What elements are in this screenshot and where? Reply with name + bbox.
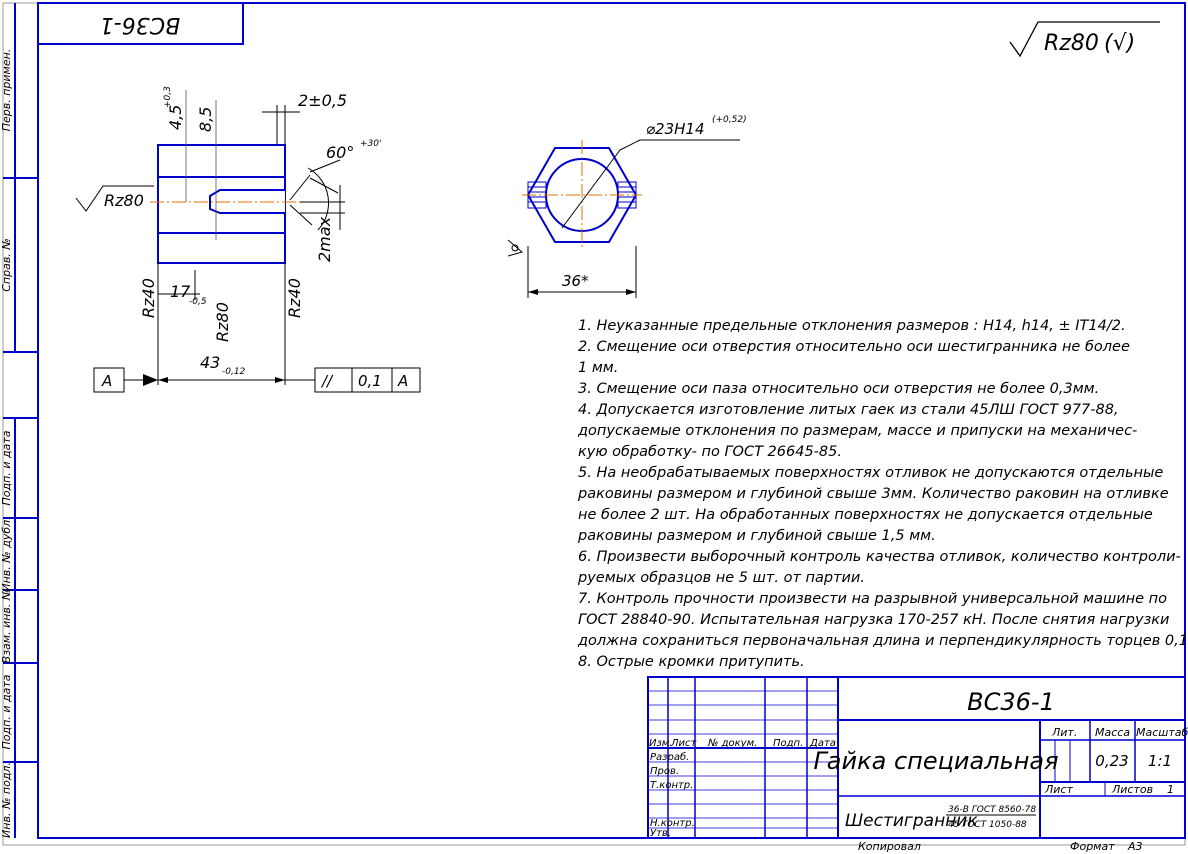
hex-view: ⌀23H14 (+0,52) 36*	[507, 115, 747, 298]
rz80-bottom: Rz80	[213, 302, 232, 342]
tb-material-main: Шестигранник	[845, 811, 978, 831]
tb-material-bottom: 45 ГОСТ 1050-88	[948, 820, 1027, 830]
tb-lit: Лит.	[1051, 726, 1077, 739]
side-label-vzam: Взам. инв. №	[0, 589, 13, 664]
tb-format: А3	[1127, 840, 1143, 853]
row-nkontr: Н.контр.	[650, 818, 695, 829]
side-label-perv: Перв. примен.	[0, 49, 13, 132]
dim-43-tol: -0,12	[222, 367, 246, 377]
drawing-frame	[37, 2, 1186, 839]
side-label-inv: Инв. № подл.	[0, 762, 13, 838]
tb-sheets: Листов	[1111, 783, 1153, 796]
side-label-dubl: Инв. № дубл.	[0, 516, 13, 591]
tb-designation: ВС36-1	[967, 688, 1055, 716]
tol-datum: A	[397, 372, 408, 390]
side-label-podp1: Подп. и дата	[0, 430, 13, 505]
note-line: ГОСТ 28840-90. Испытательная нагрузка 17…	[578, 612, 1169, 628]
side-view: 4,5 +0,3 8,5 2±0,5 60° +30' Rz80 2max Rz…	[75, 86, 421, 393]
note-line: должна сохраниться первоначальная длина …	[577, 633, 1188, 649]
side-label-podp2: Подп. и дата	[0, 674, 13, 749]
col-date: Дата	[809, 738, 836, 749]
dim-2: 2±0,5	[298, 91, 347, 110]
roughness-value: Rz80	[1044, 31, 1099, 56]
note-line: кую обработку- по ГОСТ 26645-85.	[578, 444, 842, 460]
col-list: Лист	[670, 738, 698, 749]
dim-angle: 60°	[326, 143, 354, 162]
rz80-left: Rz80	[104, 191, 144, 210]
note-line: 1. Неуказанные предельные отклонения раз…	[578, 318, 1126, 334]
tb-mass: 0,23	[1095, 752, 1128, 770]
note-line: 4. Допускается изготовление литых гаек и…	[578, 402, 1119, 418]
note-line: 2. Смещение оси отверстия относительно о…	[578, 339, 1130, 355]
dim-angle-tol: +30'	[360, 139, 381, 149]
tol-symbol: //	[320, 372, 334, 390]
dim-4-5-tol: +0,3	[163, 86, 173, 108]
hex-diameter-tol: (+0,52)	[712, 115, 747, 125]
note-line: 5. На необрабатываемых поверхностях отли…	[578, 465, 1163, 481]
note-line: 7. Контроль прочности произвести на разр…	[578, 591, 1167, 607]
side-label-sprav: Справ. №	[0, 238, 13, 292]
dim-2max: 2max	[315, 216, 334, 262]
tol-value: 0,1	[358, 372, 382, 390]
tb-sheet: Лист	[1044, 783, 1073, 796]
row-utv: Утв.	[650, 828, 671, 839]
tb-scale: 1:1	[1148, 752, 1172, 770]
tb-material-top: 36-В ГОСТ 8560-78	[948, 805, 1036, 815]
rz40-left: Rz40	[139, 278, 158, 318]
note-line: допускаемые отклонения по размерам, масс…	[577, 423, 1137, 439]
general-roughness: Rz80 (√)	[1009, 21, 1160, 58]
dim-43: 43	[200, 353, 220, 372]
note-line: раковины размером и глубиной свыше 3мм. …	[577, 486, 1169, 502]
datum-a: A	[101, 372, 112, 390]
hex-width: 36*	[562, 272, 589, 290]
col-izm: Изм.	[649, 738, 673, 749]
col-sign: Подп.	[773, 738, 803, 749]
note-line: 8. Острые кромки притупить.	[578, 654, 805, 670]
roughness-bracket: (√)	[1104, 31, 1135, 56]
technical-notes: 1. Неуказанные предельные отклонения раз…	[577, 318, 1188, 670]
row-tkontr: Т.контр.	[650, 780, 693, 791]
tb-mass-label: Масса	[1095, 726, 1130, 739]
tb-scale-label: Масштаб	[1136, 726, 1188, 739]
title-block: Изм. Лист № докум. Подп. Дата Разраб. Пр…	[647, 676, 1188, 853]
col-doc: № докум.	[707, 738, 757, 749]
side-strip: Перв. примен. Справ. № Подп. и дата Инв.…	[0, 3, 38, 838]
note-line: 3. Смещение оси паза относительно оси от…	[578, 381, 1099, 397]
dim-17-tol: -0,5	[189, 297, 207, 307]
tb-copied: Копировал	[858, 840, 921, 853]
note-line: 1 мм.	[578, 360, 618, 376]
dim-8-5: 8,5	[196, 107, 215, 132]
tb-sheets-count: 1	[1167, 783, 1174, 796]
note-line: не более 2 шт. На обработанных поверхнос…	[578, 507, 1153, 523]
row-razrab: Разраб.	[650, 751, 689, 763]
rotated-designation-box: ВС36-1	[38, 3, 244, 45]
rz40-right: Rz40	[285, 278, 304, 318]
tb-part-name: Гайка специальная	[813, 747, 1058, 775]
tb-format-label: Формат	[1070, 840, 1115, 853]
note-line: раковины размером и глубиной свыше 1,5 м…	[577, 528, 936, 544]
note-line: руемых образцов не 5 шт. от партии.	[577, 570, 865, 586]
rotated-designation: ВС36-1	[100, 12, 180, 37]
dim-4-5: 4,5	[166, 105, 185, 130]
note-line: 6. Произвести выборочный контроль качест…	[578, 549, 1181, 565]
row-prov: Пров.	[650, 766, 679, 777]
dim-17: 17	[170, 282, 191, 301]
hex-diameter: ⌀23H14	[646, 120, 704, 138]
